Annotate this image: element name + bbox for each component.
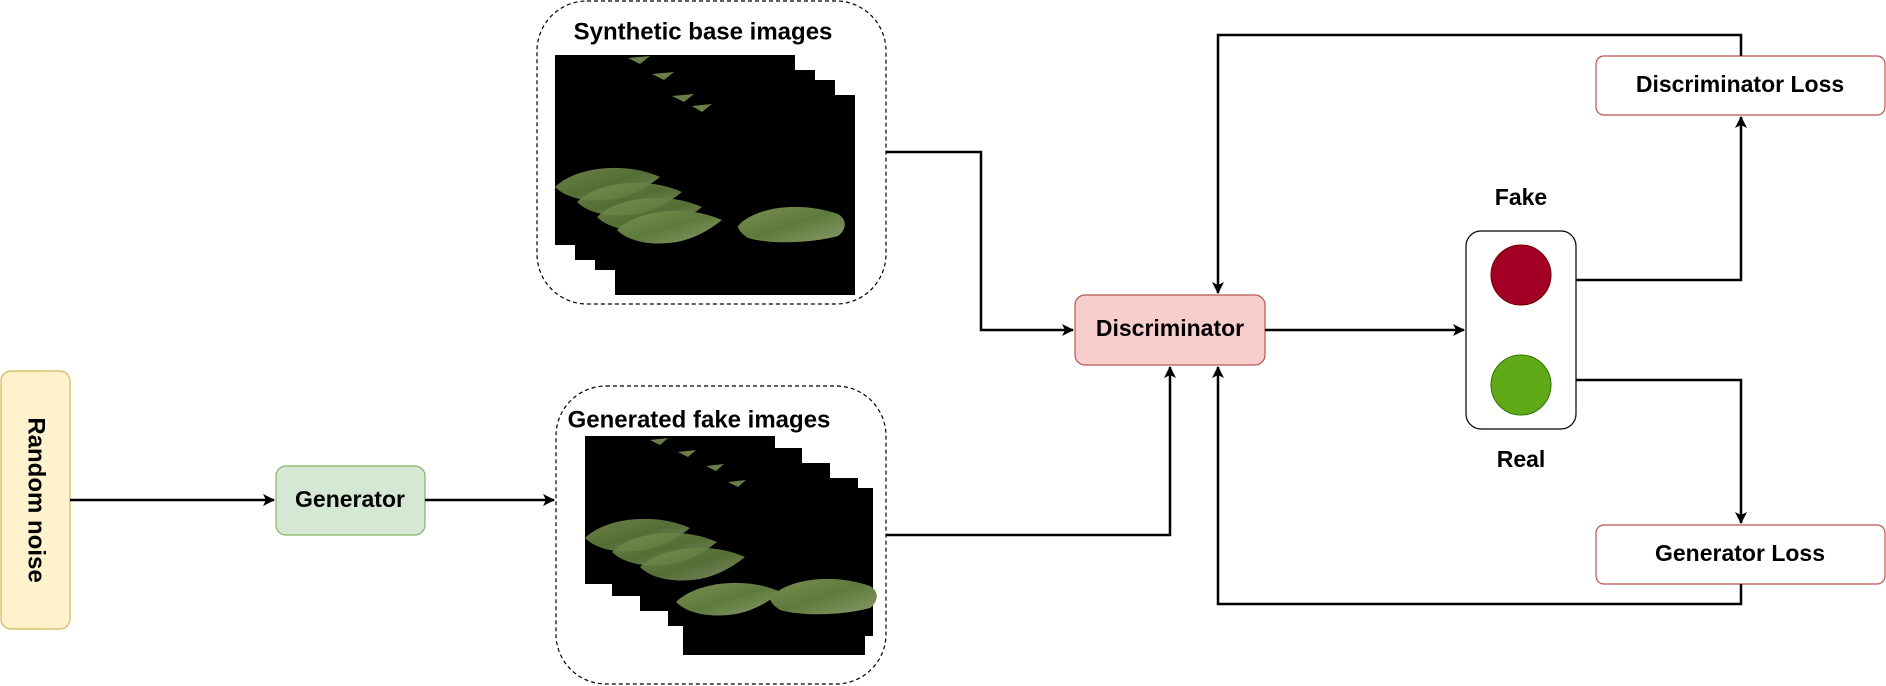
fake-light [1490,244,1552,306]
discriminator-node: Discriminator [1074,294,1266,366]
synthetic-images-group: Synthetic base images [536,0,887,305]
synthetic-images-label: Synthetic base images [574,18,833,45]
discriminator-label: Discriminator [1096,315,1244,341]
real-label: Real [1497,446,1546,472]
generated-images-group: Generated fake images [555,385,887,685]
synthetic-image-stack [555,55,855,295]
generated-images-label: Generated fake images [568,406,831,433]
discriminator-loss-node: Discriminator Loss [1595,55,1886,116]
random-noise-label: Random noise [23,417,50,582]
generator-node: Generator [275,465,426,536]
edge-real-to-generator-loss [1576,378,1747,524]
discriminator-loss-label: Discriminator Loss [1636,71,1844,97]
generated-image-stack [585,436,877,655]
generator-loss-label: Generator Loss [1655,540,1825,566]
edge-discriminator-loss-feedback [1212,33,1743,294]
edge-generator-loss-feedback [1212,366,1743,606]
generator-label: Generator [295,486,405,512]
edge-fake-to-discriminator-loss [1576,116,1747,282]
real-light [1490,354,1552,416]
edge-fake-images-to-discriminator [886,366,1176,537]
real-fake-indicator: Fake Real [1465,184,1577,472]
edge-synthetic-to-discriminator [886,150,1074,336]
generator-loss-node: Generator Loss [1595,524,1886,585]
random-noise-node: Random noise [0,370,71,630]
fake-label: Fake [1495,184,1547,210]
